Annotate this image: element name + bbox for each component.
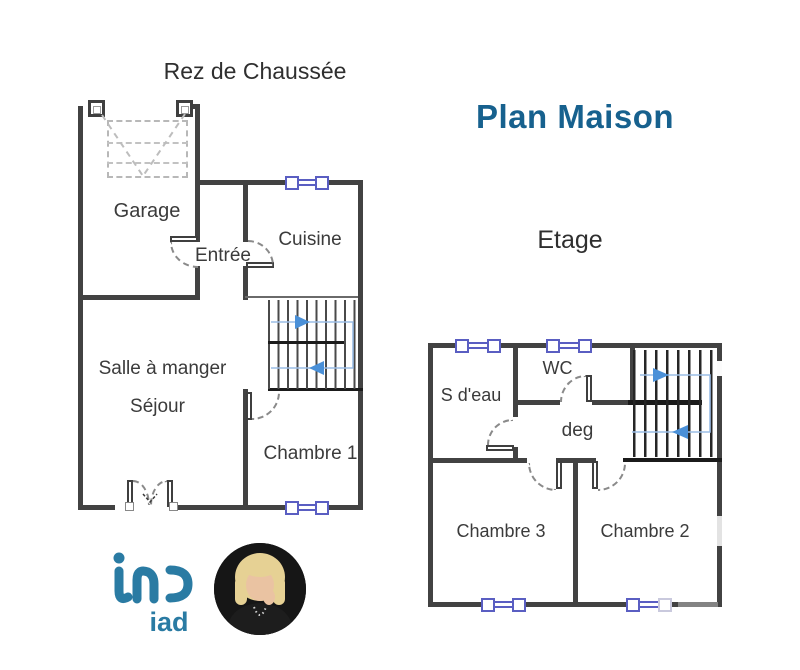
door-swing-arc [598,463,626,491]
window-pane [455,339,469,353]
door-leaf [246,392,252,420]
wall [243,266,248,300]
wall [592,400,635,405]
wall [78,106,83,510]
window-pane [512,598,526,612]
garage-door-v-lines [101,113,186,177]
garage-door-panel-line [107,162,188,164]
room-label-garage: Garage [113,200,181,222]
door-swing-arc [560,375,586,402]
garage-door-symbol [107,120,188,178]
window-pane [315,501,329,515]
garage-door-panel-line [107,142,188,144]
window-pane [481,598,495,612]
door-hinge [169,502,178,511]
window-pane [285,501,299,515]
room-label-s-deau: S d'eau [440,385,502,405]
window-pane [658,598,672,612]
wall [428,343,433,607]
window-pane [546,339,560,353]
wall [192,104,200,109]
wall [195,266,200,300]
window-icon [285,501,329,515]
window-pane [315,176,329,190]
door-swing-arc [528,463,556,491]
agent-photo [214,543,306,635]
door-swing-arc [252,392,280,420]
door-leaf [486,445,514,451]
room-label-salle-a-manger: Salle à manger [98,358,227,379]
wall [513,400,560,405]
wall [175,505,363,510]
wall [623,458,722,462]
staircase-treads [633,350,717,457]
wall [717,343,722,607]
window-icon [626,598,672,612]
door-leaf [592,461,598,489]
window-rail [484,601,523,608]
staircase-landing-divider [268,341,344,344]
room-label-sejour: Séjour [130,396,185,417]
wall [243,389,248,510]
room-label-deg: deg [561,420,594,441]
window-rail [549,342,589,349]
window-icon [285,176,329,190]
wall-gap [717,516,722,546]
wall [78,295,200,300]
wall [268,388,363,391]
upper-floor-title: Etage [537,226,603,254]
wall [195,180,363,185]
wall [78,505,115,510]
window-icon [546,339,592,353]
iad-logo-text: iad [149,607,189,637]
door-leaf [170,236,198,242]
window-pane [626,598,640,612]
stair-direction-path [271,315,354,375]
wall-gap [717,361,722,376]
window-pane [285,176,299,190]
room-label-cuisine: Cuisine [278,229,342,250]
window-pane [487,339,501,353]
stair-up-arrow [653,368,669,382]
wall [428,458,527,463]
staircase-treads [268,300,358,389]
stair-direction-path [632,368,711,439]
door-leaf [556,461,562,489]
wall-faded [678,602,718,607]
room-label-chambre-2: Chambre 2 [600,521,690,541]
room-label-entree: Entrée [195,245,251,266]
stair-up-arrow [295,315,310,329]
window-pane [578,339,592,353]
room-label-wc: WC [542,358,573,378]
ground-floor-title: Rez de Chaussée [163,58,347,84]
window-icon [481,598,526,612]
door-center-chevron [142,493,158,504]
wall [243,185,248,242]
door-swing-arc [487,419,513,445]
agent-portrait-illustration [214,543,306,635]
wall [573,458,578,607]
window-rail [288,179,326,186]
room-label-chambre-1: Chambre 1 [263,443,358,464]
stair-down-arrow [309,361,324,375]
stair-down-arrow [672,425,688,439]
door-hinge [125,502,134,511]
window-rail [458,342,498,349]
iad-logo-icon [113,552,193,604]
wall [358,180,363,510]
window-rail [288,504,326,511]
stair-top-edge [245,296,358,298]
wall [630,348,635,405]
room-label-chambre-3: Chambre 3 [456,521,546,541]
window-rail [629,601,669,608]
garage-post [88,100,105,117]
wall [195,104,200,242]
window-icon [455,339,501,353]
page-title: Plan Maison [475,98,675,135]
wall [513,348,518,417]
wall [513,447,518,463]
door-leaf [586,375,592,402]
